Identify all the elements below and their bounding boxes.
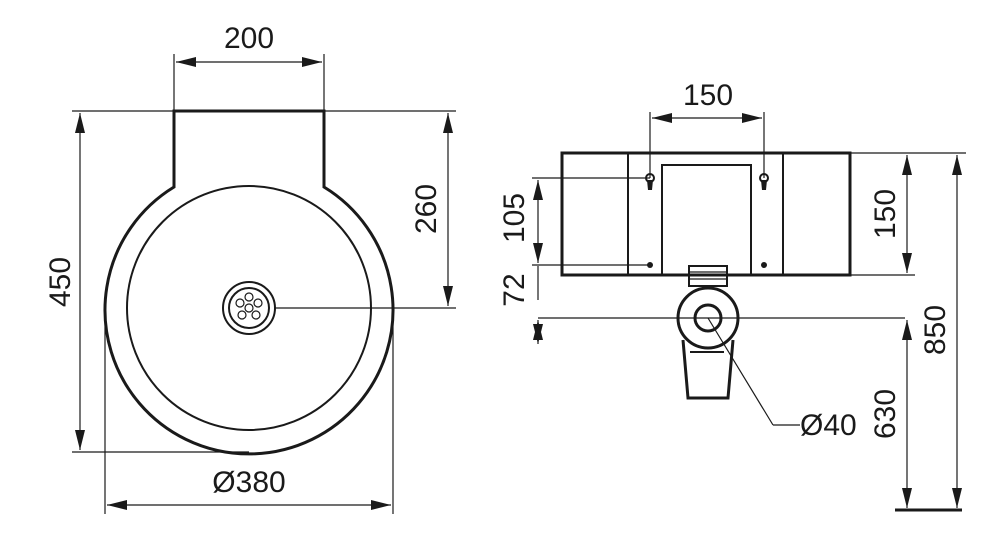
dim-height-total: 450 bbox=[44, 110, 249, 453]
dim-drain-offset-label: 72 bbox=[498, 273, 531, 306]
dim-drain-diameter-label: Ø40 bbox=[800, 409, 857, 442]
dim-hole-vertical: 105 bbox=[498, 177, 650, 266]
mounting-box bbox=[560, 151, 852, 277]
dim-height-back: 260 bbox=[275, 110, 456, 309]
valve-block bbox=[661, 164, 752, 275]
dim-box-height: 150 bbox=[850, 152, 966, 276]
connector-ring bbox=[688, 265, 728, 287]
dim-width-top: 200 bbox=[173, 22, 325, 111]
screw-right-icon bbox=[761, 262, 767, 268]
dim-drain-height-label: 630 bbox=[869, 389, 902, 439]
dim-total-height: 850 bbox=[919, 155, 962, 508]
dim-drain-height: 630 bbox=[869, 320, 912, 508]
dim-height-total-label: 450 bbox=[44, 257, 77, 307]
drain-grate-icon bbox=[222, 281, 276, 335]
dim-diameter-label: Ø380 bbox=[212, 466, 285, 499]
dim-box-height-label: 150 bbox=[869, 189, 902, 239]
dim-mount-spacing: 150 bbox=[649, 79, 765, 178]
side-view: 150 105 72 150 850 bbox=[498, 79, 966, 512]
dim-drain-offset: 72 bbox=[498, 266, 905, 344]
front-view: 200 450 260 Ø380 bbox=[44, 22, 456, 514]
dim-height-back-label: 260 bbox=[410, 184, 443, 234]
dim-drain-diameter: Ø40 bbox=[707, 317, 857, 442]
dim-diameter: Ø380 bbox=[104, 308, 394, 514]
dim-hole-vertical-label: 105 bbox=[498, 193, 531, 243]
drain-pipe-icon bbox=[676, 286, 740, 400]
basin-outline bbox=[103, 109, 395, 456]
dim-total-height-label: 850 bbox=[919, 305, 952, 355]
dim-width-top-label: 200 bbox=[224, 22, 274, 55]
dim-mount-spacing-label: 150 bbox=[683, 79, 733, 112]
